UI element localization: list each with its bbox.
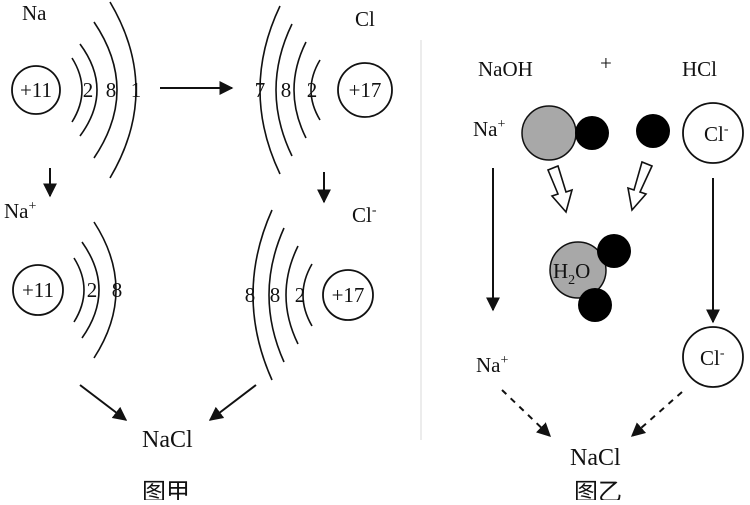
naoh-label: NaOH: [478, 57, 533, 81]
cl-shell-2: [293, 41, 307, 139]
na-electron-shell-3: 1: [131, 78, 142, 102]
na-shell-2: [79, 43, 98, 137]
cl-ion-label: Cl-: [352, 203, 377, 227]
cl-electron-shell-1: 2: [307, 78, 318, 102]
water-molecule: H2O: [549, 234, 631, 322]
cl-ion-electron-shell-1: 2: [295, 283, 306, 307]
cl-nucleus: [337, 62, 393, 118]
cl-ion-to-nacl-dashed-arrow: [630, 391, 683, 437]
cl-ion-circle-b: [682, 326, 744, 388]
cl-ion-shell-3: [268, 227, 285, 363]
cl-shell-4: [259, 5, 281, 175]
na-ion-label-b-2: Na+: [476, 353, 509, 377]
na-ion-electron-shell-1: 2: [87, 278, 98, 302]
water-hydrogen-atom-1: [597, 234, 631, 268]
na-ion-label: Na+: [4, 199, 37, 223]
cl-ion-to-nacl-arrow: [208, 384, 257, 421]
cl-shell-1: [310, 59, 321, 121]
hollow-arrow-right: [626, 160, 654, 212]
na-nucleus-charge: +11: [20, 78, 52, 102]
na-nucleus: [11, 65, 61, 115]
cl-ion-shell-2: [285, 245, 299, 345]
na-atom-gray: [521, 105, 577, 161]
cl-atom-white: [682, 102, 744, 164]
water-formula: H2O: [553, 259, 590, 288]
diagram-a: Na +11 2 8 1 Cl +17 7 8 2: [4, 1, 393, 505]
na-ion: +11 2 8: [12, 221, 123, 359]
na-ion-shell-3: [93, 221, 117, 359]
na-ion-to-nacl-arrow: [79, 384, 128, 421]
diagram-b: NaOH + HCl Na+ Cl- H2O Na+ Cl- NaCl 图: [473, 51, 744, 505]
na-atom-label: Na: [22, 1, 47, 25]
hollow-arrow-left: [546, 164, 574, 214]
cl-ion: +17 8 8 2: [245, 209, 374, 381]
water-oxygen-atom: [549, 241, 607, 299]
caption-b: 图乙: [574, 480, 622, 500]
hcl-label: HCl: [682, 57, 717, 81]
cl-electron-shell-2: 8: [281, 78, 292, 102]
cl-nucleus-charge: +17: [349, 78, 382, 102]
h-atom-black: [636, 114, 670, 148]
cl-ion-label-b: Cl-: [704, 122, 729, 146]
cl-ion-electron-shell-3: 8: [245, 283, 256, 307]
na-electron-shell-2: 8: [106, 78, 117, 102]
na-atom: +11 2 8 1: [11, 1, 142, 179]
na-shell-3: [93, 21, 118, 159]
cl-ion-electron-shell-2: 8: [270, 283, 281, 307]
na-ion-nucleus: [12, 264, 64, 316]
na-ion-to-nacl-dashed-arrow: [501, 389, 552, 437]
water-hydrogen-atom-2: [578, 288, 612, 322]
na-ion-nucleus-charge: +11: [22, 278, 54, 302]
cl-ion-label-b-2: Cl-: [700, 346, 725, 370]
na-electron-shell-1: 2: [83, 78, 94, 102]
na-shell-1: [71, 57, 83, 123]
nacl-product-a: NaCl: [142, 427, 193, 453]
na-shell-4: [109, 1, 137, 179]
cl-ion-nucleus-charge: +17: [332, 283, 365, 307]
cl-ion-shell-1: [302, 263, 313, 327]
caption-a: 图甲: [142, 480, 190, 500]
plus-sign: +: [600, 51, 612, 75]
na-ion-label-b: Na+: [473, 117, 506, 141]
cl-ion-shell-4: [252, 209, 273, 381]
oh-atom-black: [575, 116, 609, 150]
na-ion-shell-1: [73, 257, 85, 323]
cl-ion-nucleus: [322, 269, 374, 321]
cl-shell-3: [275, 23, 293, 157]
cl-electron-shell-3: 7: [255, 78, 266, 102]
nacl-product-b: NaCl: [570, 445, 621, 471]
cl-atom-label: Cl: [355, 7, 375, 31]
cl-atom: +17 7 8 2: [255, 5, 393, 175]
na-ion-shell-2: [81, 241, 100, 339]
na-ion-electron-shell-2: 8: [112, 278, 123, 302]
